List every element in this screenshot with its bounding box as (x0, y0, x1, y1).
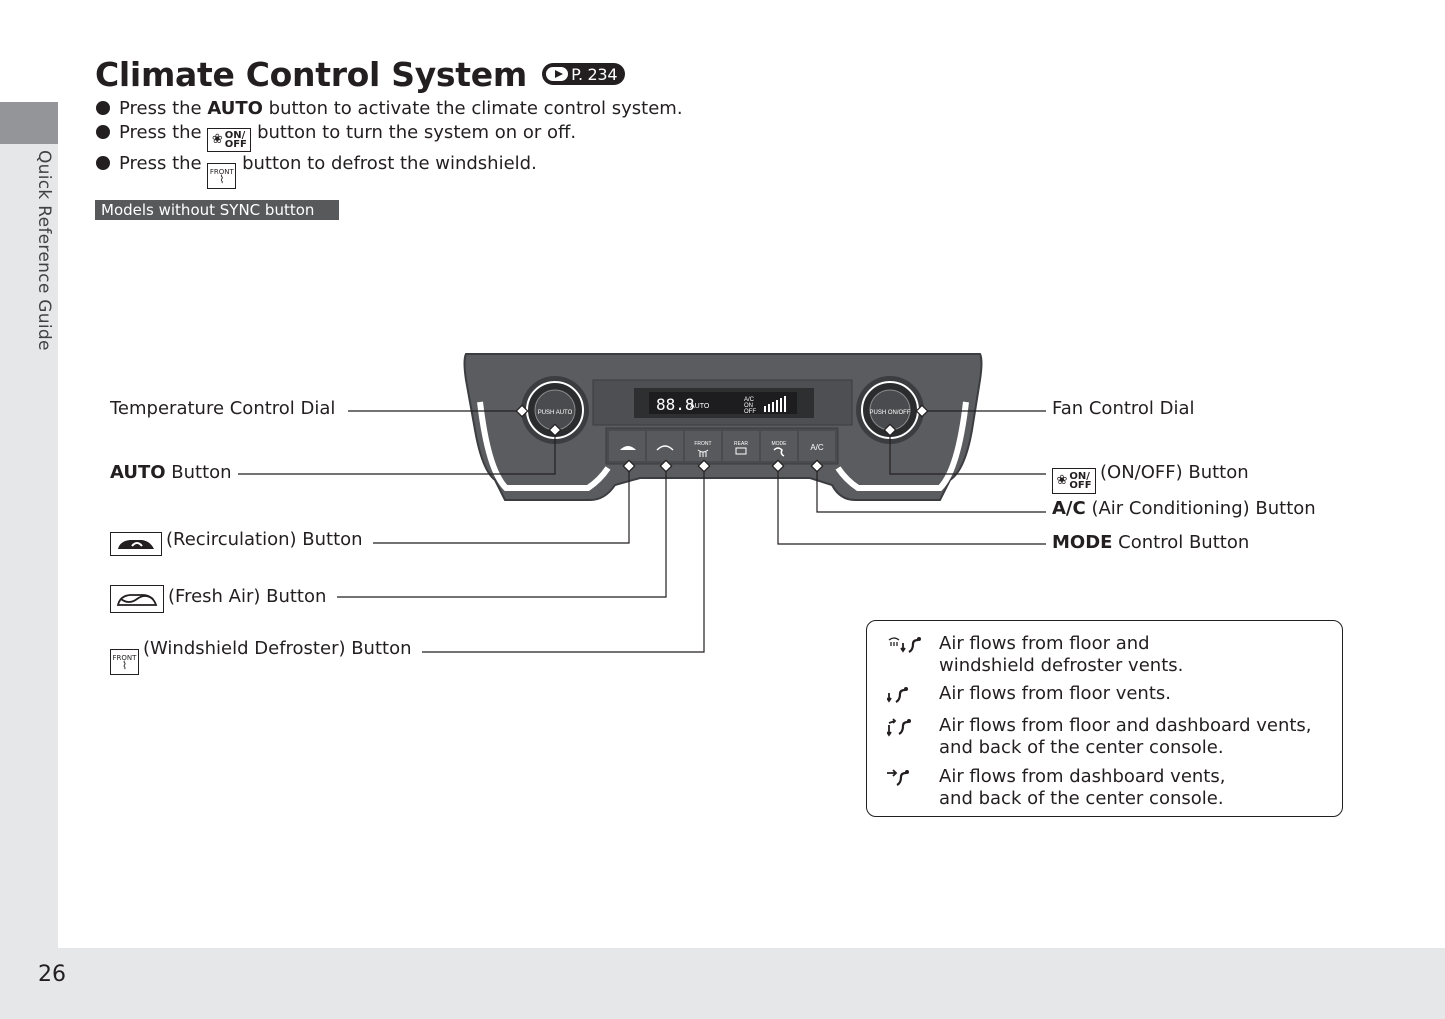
fan-dial[interactable]: PUSH ON/OFF (856, 376, 924, 444)
front-defrost-icon: FRONT⌇ (207, 162, 237, 189)
legend-text: Air flows from floor and dashboard vents… (939, 715, 1312, 736)
page-reference-text: P. 234 (571, 64, 618, 84)
legend-text: and back of the center console. (939, 737, 1224, 758)
bullet-icon (96, 155, 110, 170)
fan-dial-label: Fan Control Dial (1052, 398, 1195, 419)
icon-label: ON/ OFF (1069, 470, 1092, 491)
temperature-dial-label: Temperature Control Dial (110, 398, 336, 419)
temperature-dial[interactable]: PUSH AUTO (521, 376, 589, 444)
panel-button-row: FRONT REAR MODE A/C (605, 427, 839, 465)
leader-endpoints (515, 404, 929, 473)
onoff-text: (ON/OFF) Button (1100, 462, 1249, 483)
icon-label: ON/ OFF (224, 129, 247, 150)
mode-keyword: MODE (1052, 532, 1113, 553)
display-off: OFF (744, 409, 756, 415)
rear-button-label: REAR (734, 441, 748, 447)
mode-button-label: MODE Control Button (1052, 532, 1249, 554)
ac-button-label: A/C (Air Conditioning) Button (1052, 498, 1316, 520)
floor-dashboard-airflow-icon (887, 718, 911, 737)
on-off-fan-icon: ❀ON/ OFF (1052, 467, 1096, 494)
recirculation-text: (Recirculation) Button (166, 529, 363, 550)
instruction-text: button to activate the climate control s… (262, 98, 683, 119)
rear-defrost-panel-button[interactable] (723, 431, 759, 461)
defroster-button-label: FRONT⌇(Windshield Defroster) Button (110, 638, 412, 675)
footer-strip (0, 948, 1445, 1019)
instruction-text: button to turn the system on or off. (251, 122, 577, 143)
dashboard-airflow-icon (887, 769, 909, 786)
instruction-text: Press the (119, 152, 208, 174)
instruction-keyword: AUTO (207, 98, 263, 119)
defroster-text: (Windshield Defroster) Button (143, 638, 412, 659)
front-button-label: FRONT (694, 441, 711, 447)
legend-text: Air flows from floor vents. (939, 683, 1171, 704)
onoff-button-label: ❀ON/ OFF(ON/OFF) Button (1052, 462, 1249, 494)
fresh-air-button-label: (Fresh Air) Button (110, 585, 326, 613)
instruction-text: button to defrost the windshield. (236, 152, 537, 174)
mode-rest: Control Button (1112, 532, 1250, 553)
ac-panel-button[interactable] (799, 431, 835, 461)
recirculation-panel-button[interactable] (609, 431, 645, 461)
bullet-icon (96, 101, 110, 115)
arrow-icon (546, 67, 569, 81)
legend-text: Air flows from dashboard vents, (939, 766, 1226, 787)
instruction-text: Press the (119, 122, 208, 143)
fresh-air-icon (110, 585, 164, 613)
fan-level-bars (764, 396, 786, 412)
front-defrost-icon: FRONT⌇ (110, 649, 139, 675)
ac-button-label: A/C (810, 443, 824, 452)
bullet-icon (96, 125, 110, 139)
icon-label: FRONT (209, 167, 234, 176)
fresh-air-text: (Fresh Air) Button (168, 586, 327, 607)
title-text: Climate Control System (95, 55, 527, 94)
control-panel: 88.8 AUTO A/C ON OFF PUSH AUTO PUSH ON/O… (463, 353, 983, 501)
auto-rest: Button (165, 462, 232, 483)
ac-keyword: A/C (1052, 498, 1086, 519)
ac-rest: (Air Conditioning) Button (1085, 498, 1316, 519)
mode-panel-button[interactable] (761, 431, 797, 461)
recirculation-icon (110, 532, 162, 556)
instruction-item: Press the FRONT⌇ button to defrost the w… (96, 152, 683, 189)
legend-text: windshield defroster vents. (939, 655, 1184, 676)
instruction-list: Press the AUTO button to activate the cl… (96, 97, 683, 189)
section-label: Quick Reference Guide (34, 150, 54, 351)
icon-label: FRONT (112, 654, 137, 662)
display-temp: 88.8 (656, 395, 695, 414)
auto-keyword: AUTO (110, 462, 166, 483)
model-label: Models without SYNC button (95, 200, 339, 220)
onoff-dial-label: PUSH ON/OFF (869, 410, 910, 416)
display-on: ON (744, 403, 753, 409)
page-title: Climate Control System P. 234 (95, 55, 626, 94)
page-reference-link[interactable]: P. 234 (542, 63, 626, 85)
instruction-item: Press the ❀ON/ OFF button to turn the sy… (96, 121, 683, 152)
legend-text: Air flows from floor and (939, 633, 1150, 654)
display-auto: AUTO (690, 403, 710, 410)
auto-button-label: AUTO Button (110, 462, 232, 484)
auto-dial-label: PUSH AUTO (538, 410, 573, 416)
display-ac: A/C (744, 397, 755, 403)
side-strip (0, 102, 58, 948)
side-tab (0, 102, 58, 144)
floor-airflow-icon (887, 687, 908, 703)
page-number: 26 (38, 962, 66, 987)
on-off-fan-icon: ❀ON/ OFF (207, 127, 252, 152)
floor-defrost-airflow-icon (888, 637, 921, 653)
instruction-item: Press the AUTO button to activate the cl… (96, 97, 683, 121)
instruction-text: Press the (119, 98, 208, 119)
recirculation-button-label: (Recirculation) Button (110, 529, 363, 556)
mode-button-label: MODE (772, 441, 788, 447)
legend-text: and back of the center console. (939, 788, 1224, 809)
leader-lines (238, 410, 1046, 653)
